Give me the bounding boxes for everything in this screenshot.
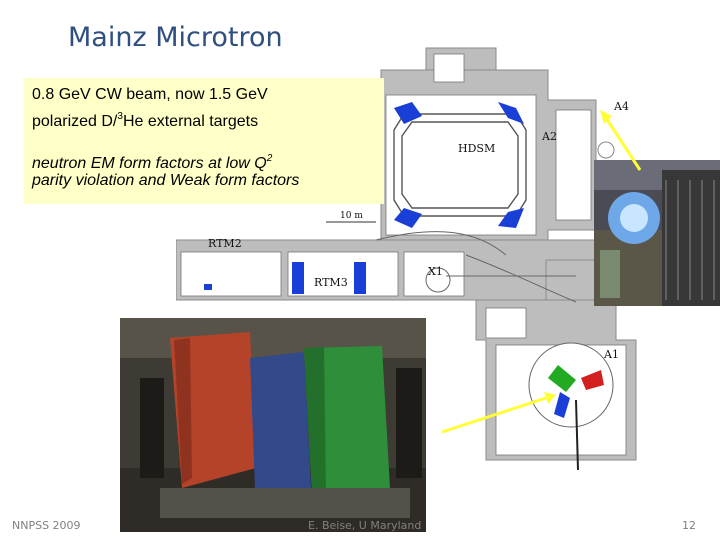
label-x1: X1 bbox=[428, 265, 443, 278]
label-rtm2: RTM2 bbox=[208, 237, 242, 250]
label-a1: A1 bbox=[603, 348, 619, 361]
a1-spectrometer-photo bbox=[120, 318, 426, 532]
slide-number: 12 bbox=[682, 519, 696, 532]
footer-center: E. Beise, U Maryland bbox=[308, 519, 422, 532]
slide-title: Mainz Microtron bbox=[68, 22, 283, 53]
a4-detector-photo bbox=[594, 160, 720, 306]
label-hdsm: HDSM bbox=[458, 142, 495, 155]
form-factors-line: neutron EM form factors at low Q2 bbox=[32, 153, 273, 172]
info-textbox: 0.8 GeV CW beam, now 1.5 GeV polarized D… bbox=[24, 78, 384, 204]
scale-label: 10 m bbox=[340, 211, 363, 221]
floor-plan-diagram: A4 HDSM A2 RTM2 RTM3 X1 A1 10 m bbox=[176, 47, 637, 471]
label-rtm3: RTM3 bbox=[314, 276, 348, 289]
targets-line: polarized D/3He external targets bbox=[32, 111, 259, 130]
label-a2: A2 bbox=[541, 130, 557, 143]
footer-left: NNPSS 2009 bbox=[12, 519, 81, 532]
beam-info-line: 0.8 GeV CW beam, now 1.5 GeV bbox=[32, 86, 268, 103]
label-a4: A4 bbox=[613, 100, 629, 113]
parity-line: parity violation and Weak form factors bbox=[32, 172, 300, 189]
